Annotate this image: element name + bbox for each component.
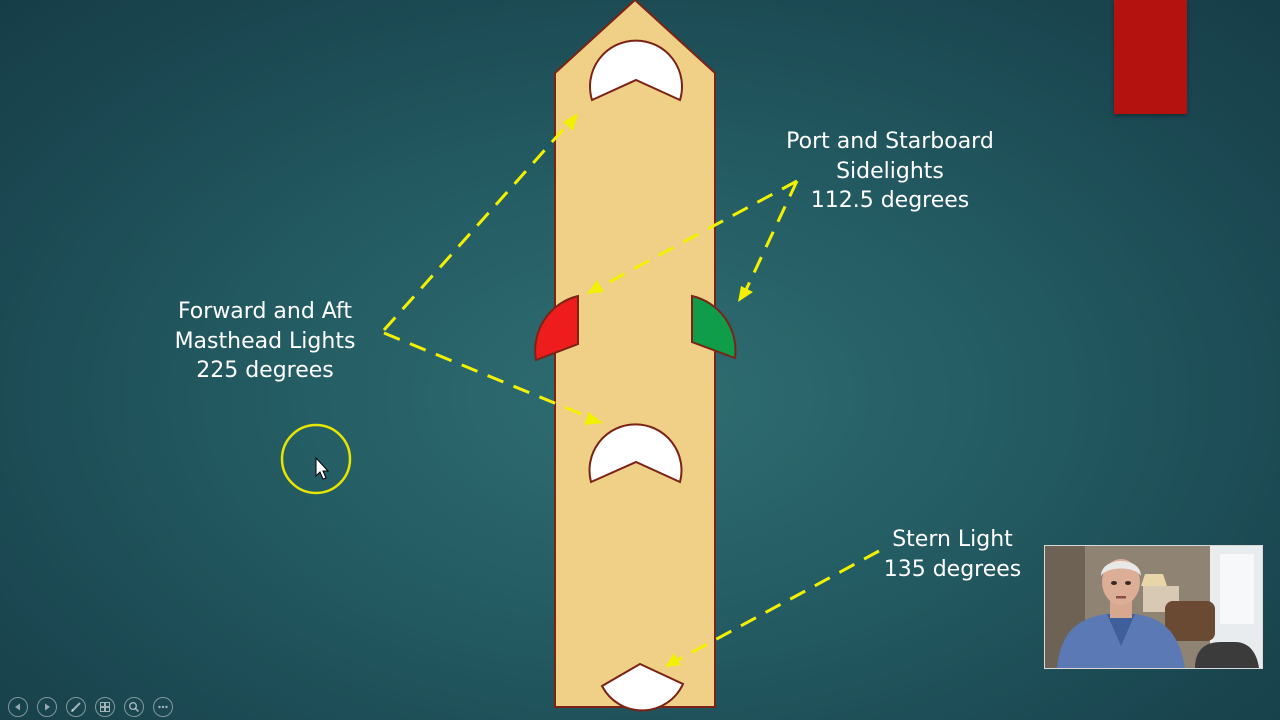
sidelight-arrow-port — [599, 179, 798, 289]
ellipsis-icon — [158, 705, 168, 709]
sidelight-arrow-starboard — [743, 180, 799, 293]
stern-light — [600, 662, 685, 712]
masthead-label-line-3: 225 degrees — [196, 358, 334, 383]
stern-label-line-1: Stern Light — [892, 527, 1013, 552]
sidelights-label-line-2: Sidelights — [836, 158, 944, 184]
vessel-hull — [554, 0, 716, 708]
pen-tool-button[interactable] — [66, 697, 86, 717]
masthead-label-line-2: Masthead Lights — [174, 328, 356, 354]
starboard-sidelight — [691, 294, 737, 360]
masthead-lights-label: Forward and Aft Masthead Lights 225 degr… — [150, 297, 380, 386]
presenter-video-illustration — [1045, 546, 1262, 668]
zoom-button[interactable] — [124, 697, 144, 717]
triangle-left-icon — [15, 703, 20, 711]
sidelights-label-line-3: 112.5 degrees — [810, 188, 970, 213]
magnifier-icon — [129, 702, 140, 713]
previous-slide-button[interactable] — [8, 697, 28, 717]
masthead-arrow-forward — [382, 123, 570, 331]
stern-label-line-2: 135 degrees — [883, 556, 1022, 582]
aft-masthead-light — [588, 423, 683, 484]
arrowhead-aft-masthead — [584, 412, 603, 425]
pen-icon — [71, 702, 81, 712]
masthead-label-line-1: Forward and Aft — [177, 299, 353, 324]
slides-grid-icon — [100, 702, 110, 712]
next-slide-button[interactable] — [37, 697, 57, 717]
slideshow-toolbar — [8, 697, 173, 717]
stern-light-label: Stern Light 135 degrees — [870, 525, 1035, 584]
arrowhead-port-sidelight — [587, 280, 604, 294]
stern-arrow — [675, 549, 880, 663]
see-all-slides-button[interactable] — [95, 697, 115, 717]
decorative-corner-bar — [1114, 0, 1187, 114]
port-sidelight — [534, 294, 579, 362]
triangle-right-icon — [45, 703, 50, 711]
mouse-cursor-icon — [315, 456, 330, 480]
sidelights-label: Port and Starboard Sidelights 112.5 degr… — [770, 127, 1010, 216]
presenter-webcam — [1044, 545, 1263, 669]
arrowhead-starboard-sidelight — [738, 286, 753, 302]
more-options-button[interactable] — [153, 697, 173, 717]
arrowhead-stern-light — [665, 653, 681, 667]
sidelights-label-line-1: Port and Starboard — [786, 129, 994, 154]
arrowhead-forward-masthead — [563, 113, 578, 131]
forward-masthead-light — [589, 39, 683, 102]
masthead-arrow-aft — [383, 331, 592, 420]
laser-pointer-ring — [280, 423, 352, 495]
